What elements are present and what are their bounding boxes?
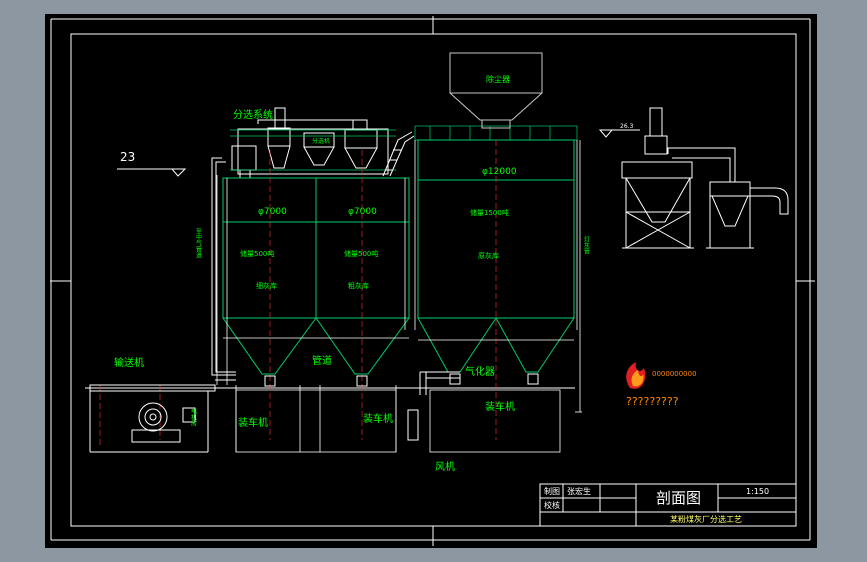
drawing-frame: [50, 16, 815, 546]
label-zhuangche-2: 装车机: [363, 412, 393, 425]
small-silo-frame: [216, 175, 409, 453]
side-view: [621, 107, 789, 249]
label-dia-left: φ7000: [258, 207, 287, 217]
logo-text-2: ?????????: [626, 395, 679, 408]
label-pipe-side-left: 至中气管道: [195, 228, 202, 259]
centerlines: [99, 140, 497, 445]
label-storage-big: 储量1500吨: [470, 208, 509, 217]
label-ash-big: 原灰库: [478, 251, 499, 260]
label-motor-room: 电机房: [190, 407, 197, 427]
label-level-left: 23: [120, 150, 135, 164]
title-drawing-title: 剖面图: [656, 489, 701, 507]
label-shusong-ji: 输送机: [114, 356, 144, 369]
flame-logo-icon: [626, 362, 646, 389]
label-dia-mid: φ7000: [348, 207, 377, 217]
loaders: [264, 373, 539, 441]
label-storage-mid: 储量500吨: [344, 249, 378, 258]
title-project: 某粉煤灰厂分选工艺: [670, 514, 742, 524]
logo-text-1: 0000000000: [652, 370, 697, 378]
label-level-right: 26.3: [620, 123, 634, 130]
label-zhuangche-3: 装车机: [485, 400, 515, 413]
drawing-sheet: [45, 14, 817, 548]
label-dia-big: φ12000: [482, 167, 517, 177]
title-scale: 1:150: [746, 487, 769, 496]
big-silo-frame: [414, 140, 582, 453]
label-fenxuan-ji: 分选机: [312, 137, 330, 145]
sorting-grid: [230, 129, 396, 171]
title-row1-name: 张宏生: [567, 486, 591, 496]
label-chuchen-top: 除尘器: [486, 74, 510, 84]
label-fenxuan-xitong: 分选系统: [233, 108, 273, 121]
label-pipe-side-right: 灯灰管: [583, 235, 590, 255]
conveyor: [89, 379, 236, 453]
main-dust-collector: [449, 52, 543, 129]
inverted-triangle-icon: [170, 168, 187, 177]
level-marker-right: [598, 129, 640, 138]
title-block: [539, 483, 797, 527]
title-row2-label: 校核: [544, 500, 560, 510]
label-qihua-qi: 气化器: [465, 365, 495, 378]
inverted-triangle-icon: [598, 129, 614, 138]
label-zhuangche-1: 装车机: [238, 416, 268, 429]
bucket-elevator: [382, 131, 415, 177]
label-guandao: 管道: [312, 354, 332, 367]
label-feng-ji: 风机: [435, 460, 455, 473]
title-row1-label: 制图: [544, 486, 560, 496]
pipes: [211, 157, 460, 395]
label-ash-left: 细灰库: [256, 281, 277, 290]
label-storage-left: 储量500吨: [240, 249, 274, 258]
sorting-system: [231, 107, 389, 178]
level-marker-left: [117, 168, 187, 177]
label-ash-mid: 粗灰库: [348, 281, 369, 290]
motor-fan: [131, 402, 196, 443]
small-silos: [222, 177, 410, 375]
